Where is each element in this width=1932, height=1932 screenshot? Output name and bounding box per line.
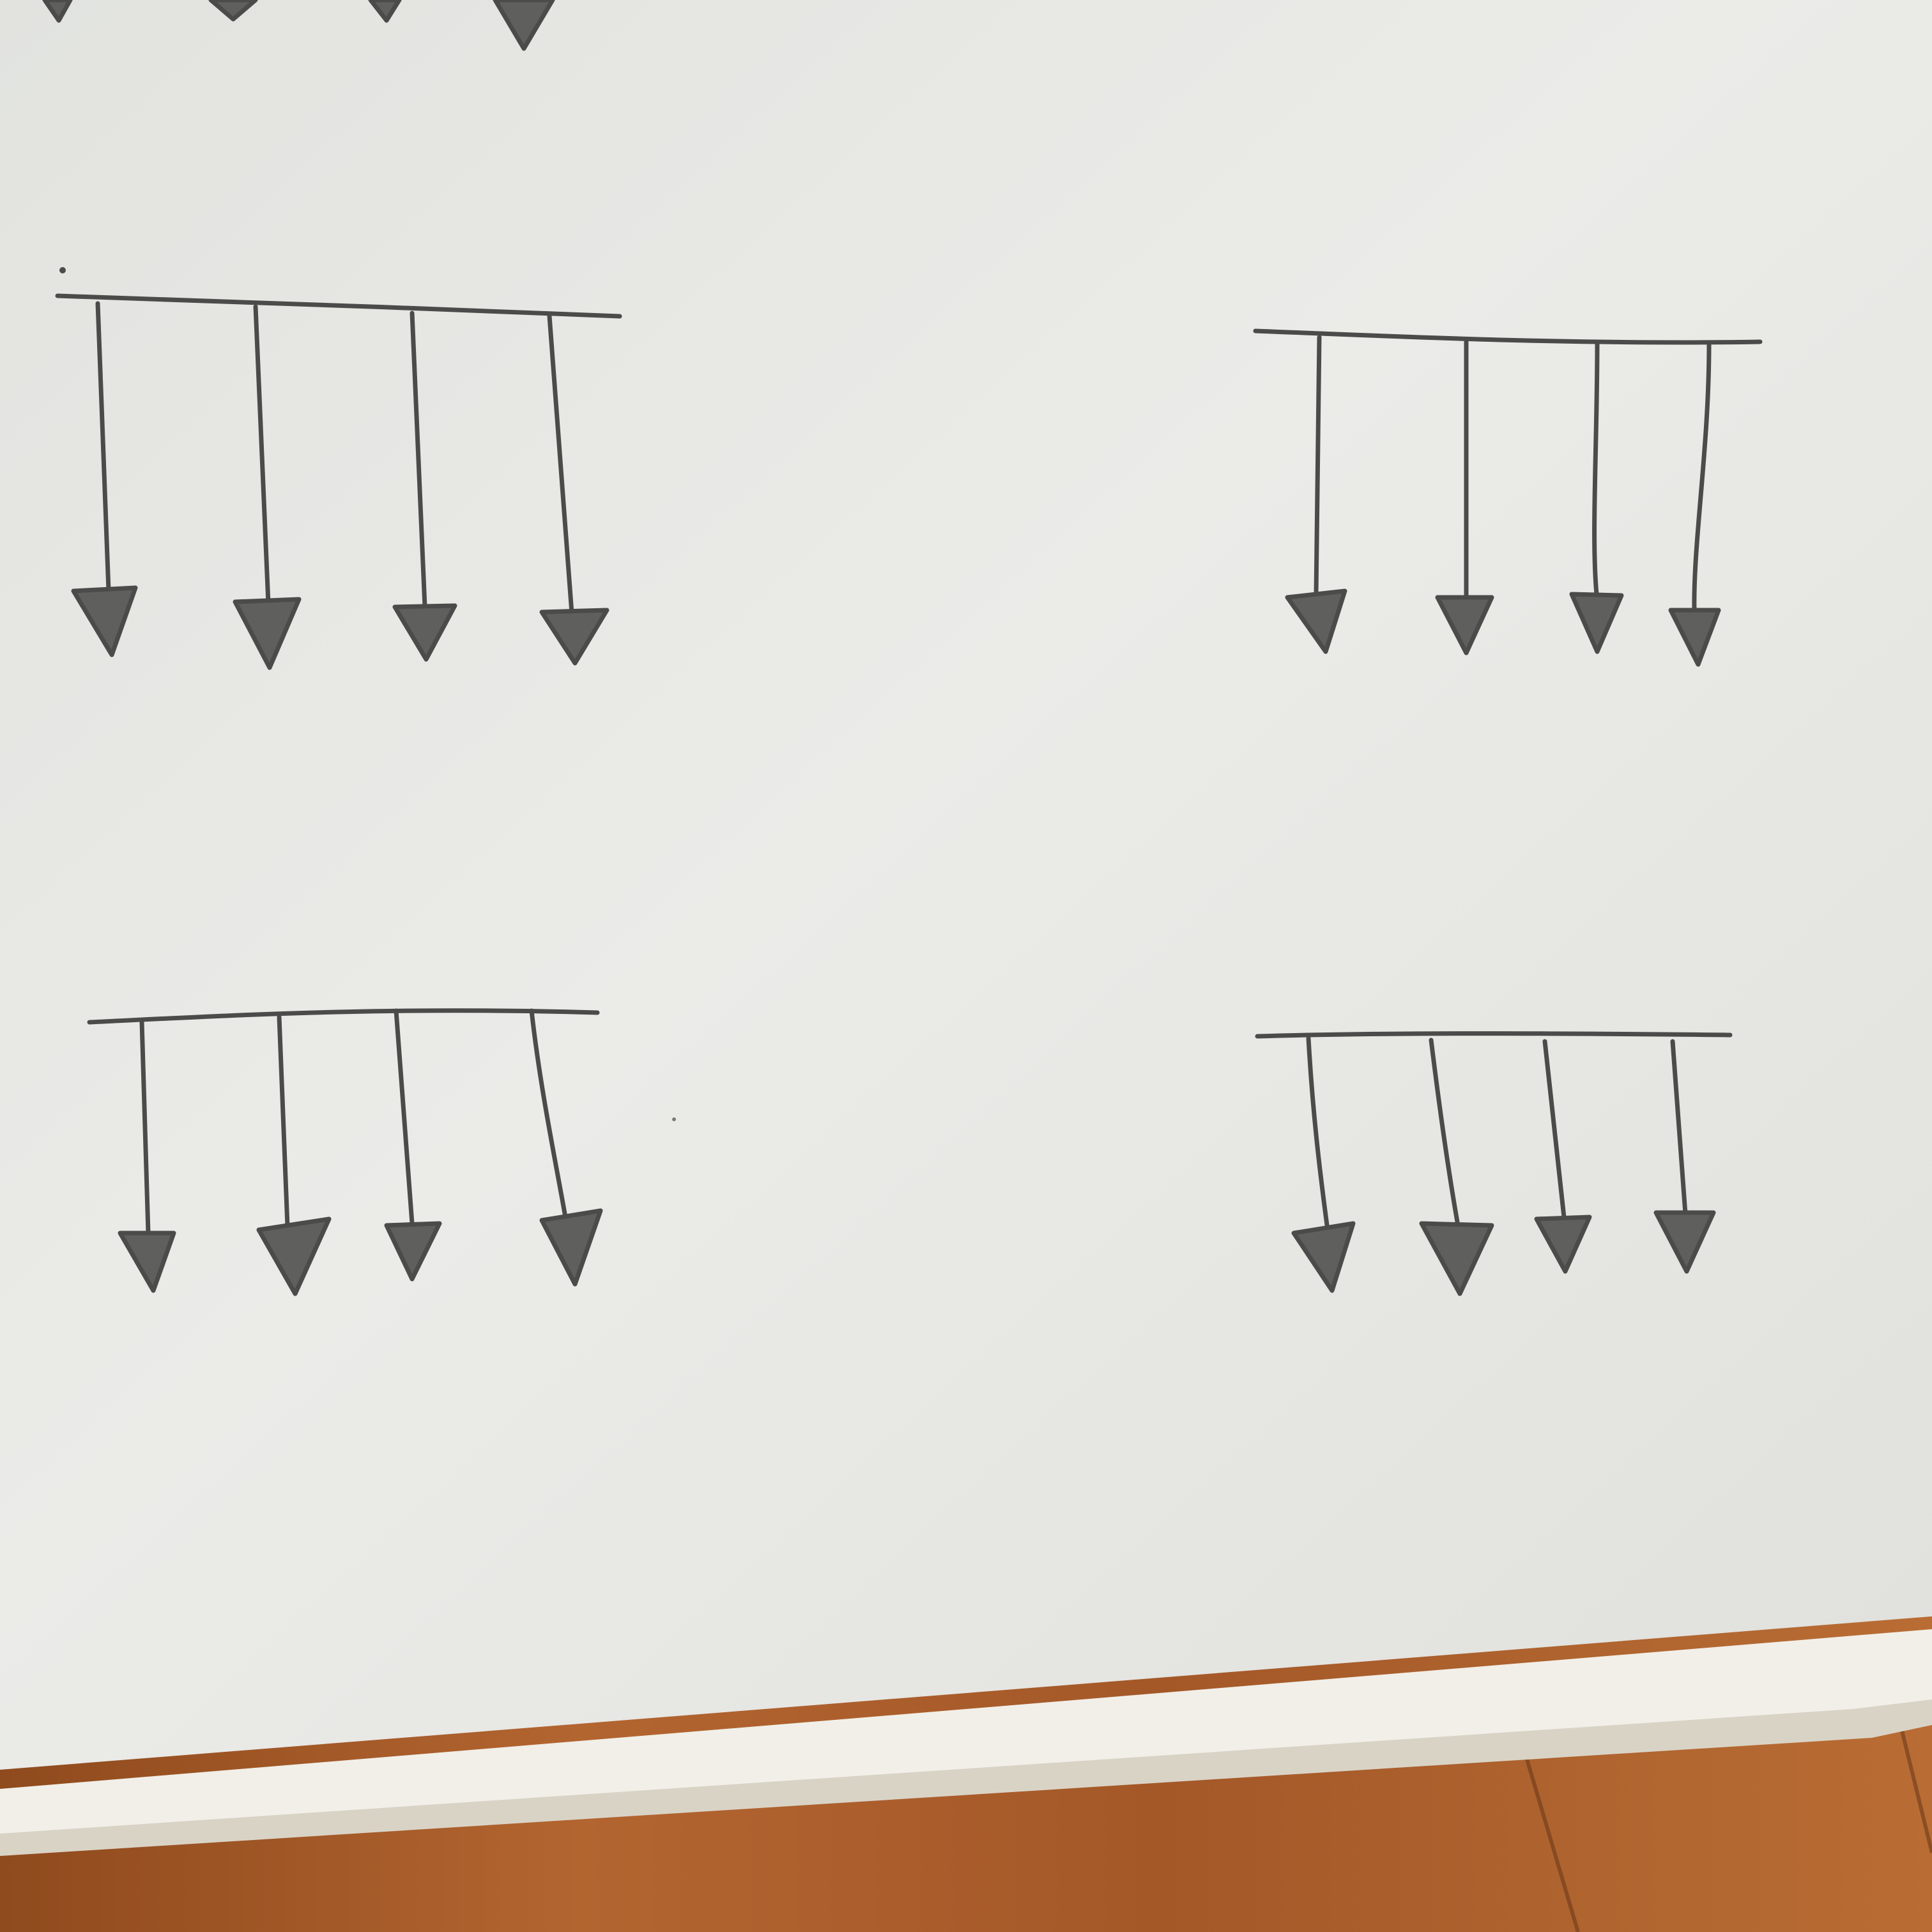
arrowhead — [256, 1216, 332, 1296]
arrowhead — [1569, 592, 1624, 654]
top-right-arrow-group — [1253, 328, 1763, 667]
horizontal-bar — [87, 1008, 600, 1025]
top-left-arrow-group — [55, 293, 622, 670]
stray-dot — [59, 267, 66, 273]
bottom-right-arrow-group — [1255, 1031, 1733, 1296]
arrowhead — [1285, 588, 1347, 654]
arrow-shaft — [1592, 341, 1600, 603]
arrow-shaft — [410, 310, 427, 610]
arrow-shaft — [1542, 1039, 1567, 1220]
arrowhead — [539, 608, 610, 666]
stray-dot — [672, 1117, 676, 1121]
arrowhead — [1653, 1210, 1716, 1274]
bottom-left-arrow-group — [87, 1008, 603, 1296]
arrowhead — [1534, 1215, 1592, 1274]
paper-sheet — [0, 0, 1932, 1770]
arrowhead — [392, 603, 457, 662]
arrowhead — [208, 0, 258, 22]
arrowhead — [384, 1221, 442, 1282]
horizontal-bar — [55, 293, 622, 319]
arrowhead — [71, 585, 138, 657]
arrow-shaft — [139, 1020, 151, 1236]
arrow-shaft — [253, 304, 271, 606]
arrow-shaft — [394, 1008, 415, 1226]
arrowhead — [539, 1208, 603, 1287]
top-edge-partial-group — [42, 0, 555, 51]
pencil-drawings — [42, 0, 1763, 1296]
arrowhead — [233, 597, 302, 670]
arrowhead — [493, 0, 555, 51]
arrowhead — [1668, 608, 1721, 667]
arrow-shaft — [95, 301, 111, 594]
arrowhead — [118, 1230, 176, 1293]
horizontal-bar — [1255, 1031, 1733, 1039]
arrow-shaft — [547, 314, 574, 616]
paper-stack-middle — [0, 1629, 1932, 1834]
arrow-shaft — [1306, 1036, 1330, 1232]
arrow-shaft — [1429, 1038, 1460, 1228]
arrowhead — [42, 0, 73, 23]
arrowhead — [1291, 1221, 1356, 1293]
arrow-shaft — [1314, 335, 1322, 597]
arrowhead — [368, 0, 402, 23]
arrowhead — [1419, 1221, 1494, 1296]
arrowhead — [1435, 595, 1494, 656]
arrow-shaft — [1670, 1039, 1688, 1216]
arrow-shaft — [1692, 342, 1712, 613]
horizontal-bar — [1253, 328, 1763, 345]
arrow-shaft — [529, 1008, 568, 1220]
arrow-shaft — [277, 1015, 290, 1229]
